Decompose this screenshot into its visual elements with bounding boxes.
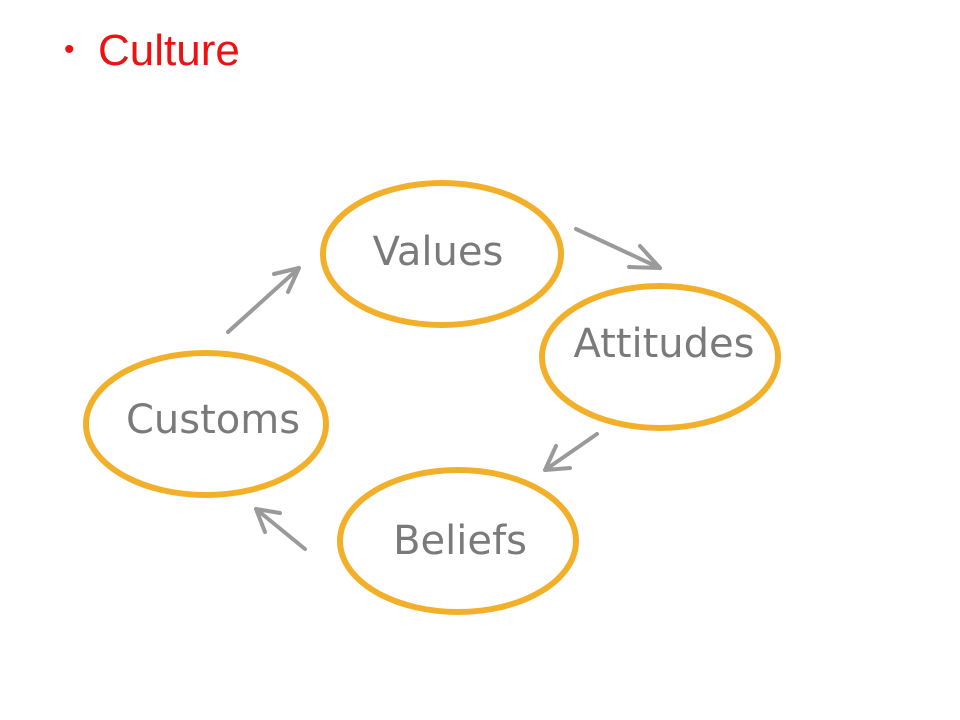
arrow-icon	[574, 227, 662, 270]
node-beliefs-label: Beliefs	[393, 518, 527, 564]
node-beliefs: Beliefs	[337, 467, 579, 615]
bullet-dot-icon: •	[64, 33, 75, 66]
node-customs: Customs	[83, 350, 329, 498]
node-values: Values	[320, 180, 564, 328]
node-customs-label: Customs	[126, 397, 300, 443]
arrow-icon	[543, 432, 599, 472]
arrow-values-to-attitudes	[574, 227, 662, 270]
arrow-beliefs-to-customs	[254, 507, 307, 551]
arrow-icon	[254, 507, 307, 551]
arrow-attitudes-to-beliefs	[543, 432, 599, 472]
bullet-text: Culture	[98, 26, 240, 75]
node-attitudes-ring	[539, 283, 781, 431]
node-values-ring	[320, 180, 564, 328]
node-attitudes: Attitudes	[539, 283, 781, 431]
arrow-customs-to-values	[226, 266, 301, 334]
node-customs-ring	[83, 350, 329, 498]
node-beliefs-ring	[337, 467, 579, 615]
slide-bullet: • Culture	[64, 22, 240, 79]
node-values-label: Values	[373, 229, 504, 275]
arrow-icon	[226, 266, 301, 334]
node-attitudes-label: Attitudes	[573, 321, 754, 367]
